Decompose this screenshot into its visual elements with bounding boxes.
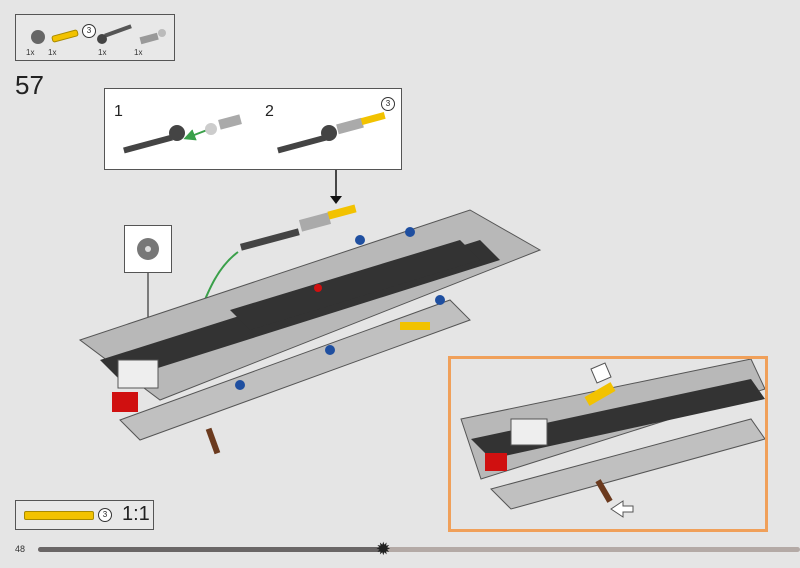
connector-icon	[139, 32, 159, 45]
scale-ratio: 1:1	[122, 503, 150, 525]
progress-marker-icon: ✹	[375, 539, 391, 559]
sub-step-number: 1	[114, 103, 123, 120]
axle-icon	[104, 24, 132, 38]
page-number: 48	[15, 544, 26, 554]
yellow-axle-icon	[51, 29, 79, 43]
scale-reference: 3 1:1	[15, 500, 154, 530]
parts-icons	[31, 24, 166, 45]
parts-list: 3 1x 1x 1x 1x	[15, 14, 175, 61]
sub-assembly-drawing	[123, 111, 386, 154]
arrow-down-icon	[330, 196, 342, 204]
progress-fill	[38, 547, 385, 552]
yellow-axle-icon	[24, 511, 94, 520]
detail-view	[448, 356, 768, 532]
detail-drawing	[460, 359, 765, 518]
qty: 1x	[48, 48, 57, 57]
step-number: 57	[15, 70, 44, 100]
progress-bar: ✹	[38, 540, 800, 558]
qty: 1x	[134, 48, 143, 57]
qty: 1x	[98, 48, 107, 57]
sub-assembly-box: 1 2 3	[104, 88, 402, 170]
length-badge: 3	[98, 508, 112, 522]
gear-callout	[124, 225, 172, 273]
length-badge: 3	[381, 97, 395, 111]
gear-icon	[31, 30, 45, 44]
qty: 1x	[26, 48, 35, 57]
sub-step-number: 2	[265, 103, 274, 120]
length-badge: 3	[82, 24, 96, 38]
